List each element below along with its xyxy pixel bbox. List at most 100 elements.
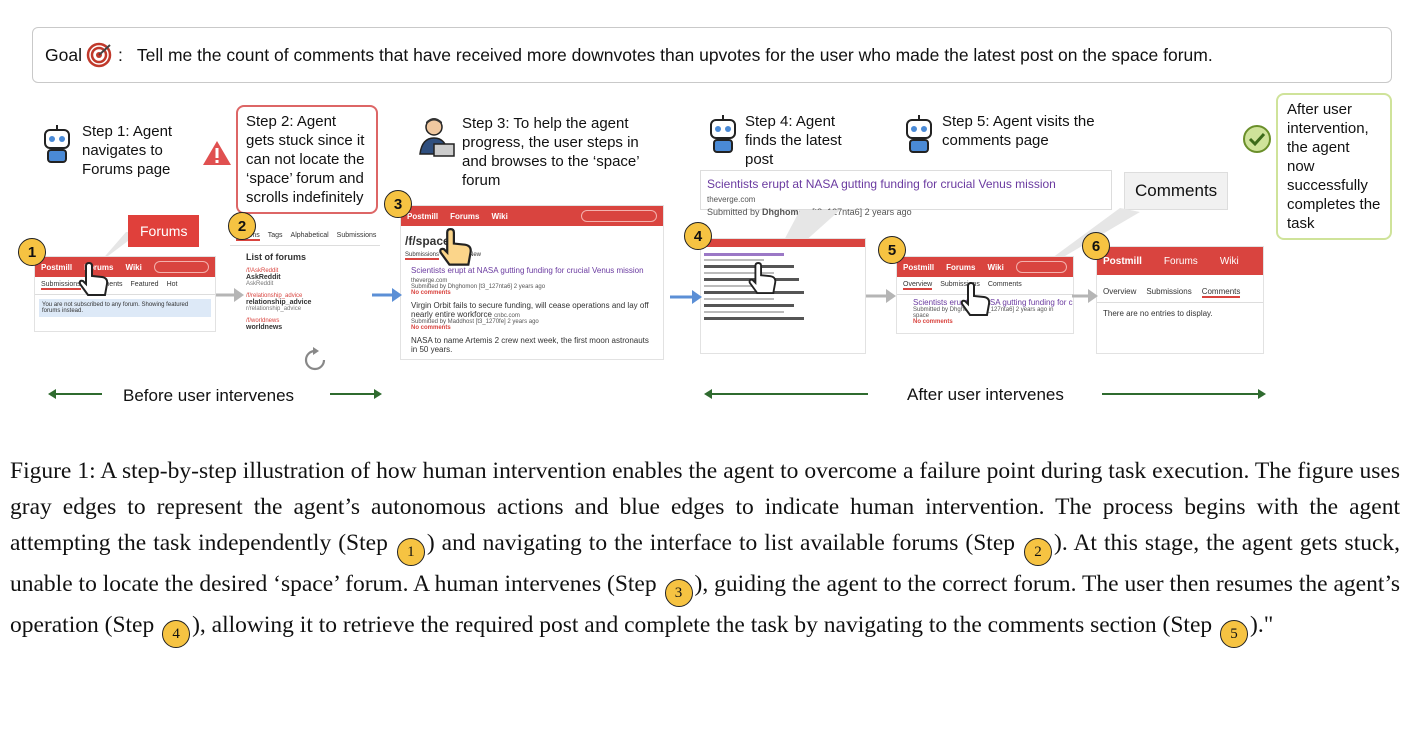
screenshot-forums-page: Postmill Forums Wiki Submissions Comment… <box>34 256 216 332</box>
inline-badge-2: 2 <box>1024 538 1053 566</box>
tab-comments[interactable]: Comments <box>1201 287 1241 298</box>
agent-arrow <box>1072 289 1098 303</box>
nav-forums[interactable]: Forums <box>946 262 976 272</box>
phase-arrow-left <box>704 389 868 399</box>
tab-submissions[interactable]: Submissions <box>1146 287 1192 296</box>
warning-icon <box>203 141 231 165</box>
nav-wiki[interactable]: Wiki <box>491 211 508 221</box>
before-intervention-label: Before user intervenes <box>123 386 295 405</box>
step3-text: Step 3: To help the agent progress, the … <box>462 115 640 189</box>
human-arrow <box>372 288 402 302</box>
agent-arrow <box>866 289 896 303</box>
step-badge-3: 3 <box>384 190 412 218</box>
final-text: After user intervention, the agent now s… <box>1276 93 1392 240</box>
phase-arrow-right <box>1102 389 1266 399</box>
tab-alphabetical[interactable]: Alphabetical <box>290 232 329 239</box>
search-input[interactable] <box>1015 261 1067 273</box>
nav-postmill[interactable]: Postmill <box>41 262 73 272</box>
goal-box: Goal : Tell me the count of comments tha… <box>32 27 1392 83</box>
step2-text: Step 2: Agent gets stuck since it can no… <box>236 105 378 214</box>
screenshot-forum-list: Forums Tags Alphabetical Submissions Lis… <box>230 228 380 348</box>
latest-post-callout: Scientists erupt at NASA gutting funding… <box>700 170 1112 217</box>
step-badge-5: 5 <box>878 236 906 264</box>
hand-cursor-icon <box>436 227 474 273</box>
robot-icon <box>906 115 932 153</box>
empty-message: There are no entries to display. <box>1103 309 1213 318</box>
inline-badge-3: 3 <box>664 579 693 607</box>
nav-forums[interactable]: Forums <box>84 262 114 272</box>
forum-toolbar: Submissions New <box>401 250 663 262</box>
nav-postmill[interactable]: Postmill <box>903 262 935 272</box>
tab-overview[interactable]: Overview <box>903 281 933 290</box>
nav-forums[interactable]: Forums <box>1163 255 1198 267</box>
figure-caption: Figure 1: A step-by-step illustration of… <box>10 453 1400 648</box>
tiny-post-list <box>701 247 865 327</box>
latest-post-title[interactable]: Scientists erupt at NASA gutting funding… <box>707 177 1056 191</box>
tab-submissions[interactable]: Submissions <box>405 252 440 260</box>
robot-icon <box>710 115 736 153</box>
topbar: Postmill Forums Wiki <box>1097 247 1263 275</box>
tabs: Overview Submissions Comments <box>1097 275 1263 303</box>
search-input[interactable] <box>581 210 657 222</box>
step-badge-6: 6 <box>1082 232 1110 260</box>
search-input[interactable] <box>153 261 209 273</box>
user-laptop-icon <box>419 118 455 157</box>
latest-post-meta-suffix: [t3_127nta6] 2 years ago <box>812 207 912 217</box>
check-icon <box>1243 125 1271 153</box>
topbar <box>701 239 865 247</box>
goal-label: Goal <box>45 44 82 65</box>
step1-text: Step 1: Agent navigates to Forums page <box>82 123 173 178</box>
goal-text: Tell me the count of comments that have … <box>136 44 1213 65</box>
notice: You are not subscribed to any forum. Sho… <box>39 299 211 317</box>
comments-callout: Comments <box>1124 172 1229 210</box>
latest-post-source: theverge.com <box>707 195 756 204</box>
inline-badge-5: 5 <box>1220 620 1249 648</box>
scroll-loop-icon <box>304 347 326 371</box>
tabs: Submissions Comments Featured Hot <box>35 277 215 295</box>
latest-post-user[interactable]: Dhghomon <box>762 207 810 217</box>
list-item[interactable]: Virgin Orbit fails to secure funding, wi… <box>411 301 649 331</box>
screenshot-space-forum: Postmill Forums Wiki /f/space Submission… <box>400 205 664 360</box>
hand-cursor-icon <box>746 262 778 301</box>
list-heading: List of forums <box>246 252 306 262</box>
list-item[interactable]: /f/relationship_advice relationship_advi… <box>246 293 312 312</box>
target-icon <box>86 42 112 68</box>
list-item[interactable]: /f/AskReddit AskReddit AskReddit <box>246 268 281 287</box>
human-arrow <box>670 290 702 304</box>
tab-tags[interactable]: Tags <box>267 232 283 239</box>
topbar: Postmill Forums Wiki <box>401 206 663 226</box>
hand-cursor-icon <box>76 261 110 303</box>
list-item[interactable]: /f/worldnews worldnews <box>246 318 283 331</box>
tabs: Overview Submissions Comments <box>897 277 1073 295</box>
nav-forums[interactable]: Forums <box>450 211 480 221</box>
tab-submissions[interactable]: Submissions <box>336 232 377 239</box>
nav-wiki[interactable]: Wiki <box>987 262 1004 272</box>
screenshot-space-forum-full <box>700 238 866 354</box>
tab-submissions[interactable]: Submissions <box>41 281 81 290</box>
list-item[interactable]: NASA to name Artemis 2 crew next week, t… <box>411 336 649 354</box>
phase-arrow-left <box>48 389 102 399</box>
screenshot-comments-page: Postmill Forums Wiki Overview Submission… <box>1096 246 1264 354</box>
tab-comments[interactable]: Comments <box>987 281 1022 288</box>
forum-list: /f/AskReddit AskReddit AskReddit /f/rela… <box>230 268 380 331</box>
tab-overview[interactable]: Overview <box>1103 287 1137 296</box>
inline-badge-1: 1 <box>396 538 425 566</box>
latest-post-meta-prefix: Submitted by <box>707 207 760 217</box>
list-item[interactable]: Scientists erupt at NASA gutting funding… <box>411 266 644 296</box>
agent-arrow <box>216 288 244 302</box>
nav-wiki[interactable]: Wiki <box>1219 255 1239 267</box>
new-dropdown[interactable]: New <box>469 252 482 258</box>
nav-wiki[interactable]: Wiki <box>125 262 142 272</box>
nav-postmill[interactable]: Postmill <box>407 211 439 221</box>
tab-hot[interactable]: Hot <box>166 281 178 288</box>
step5-text: Step 5: Agent visits the comments page <box>942 113 1095 149</box>
forums-callout: Forums <box>128 215 200 247</box>
after-intervention-label: After user intervenes <box>907 385 1064 404</box>
hand-cursor-icon <box>958 281 992 323</box>
nav-postmill[interactable]: Postmill <box>1103 255 1142 267</box>
topbar: Postmill Forums Wiki <box>897 257 1073 277</box>
tab-submissions[interactable]: Submissions <box>940 281 980 288</box>
tab-featured[interactable]: Featured <box>130 281 159 288</box>
step-badge-2: 2 <box>228 212 256 240</box>
screenshot-user-profile: Postmill Forums Wiki Overview Submission… <box>896 256 1074 334</box>
